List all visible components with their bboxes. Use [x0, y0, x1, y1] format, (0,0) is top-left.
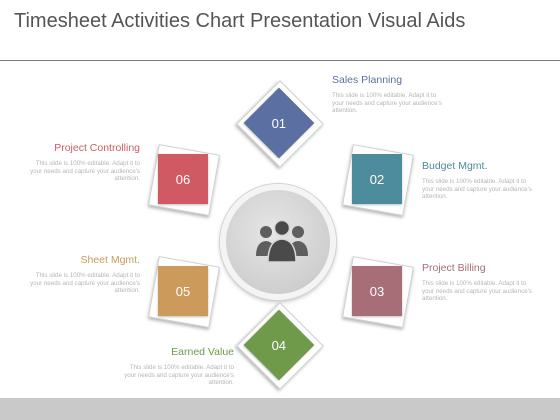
step-number: 05 [175, 283, 191, 299]
step-01-badge: 01 [243, 87, 315, 159]
step-06[interactable]: 06 [144, 140, 222, 218]
step-number: 04 [271, 337, 287, 353]
step-05-desc: This slide is 100% editable. Adapt it to… [30, 272, 140, 295]
step-04[interactable]: 04 [236, 302, 324, 390]
step-number: 01 [271, 115, 287, 131]
step-04-label: Earned Value [171, 346, 234, 358]
step-03-label: Project Billing [422, 262, 486, 274]
title-divider [0, 60, 560, 61]
step-01-desc: This slide is 100% editable. Adapt it to… [332, 92, 442, 115]
step-04-desc: This slide is 100% editable. Adapt it to… [124, 364, 234, 387]
step-06-desc: This slide is 100% editable. Adapt it to… [30, 160, 140, 183]
step-02-desc: This slide is 100% editable. Adapt it to… [422, 178, 532, 201]
step-number: 03 [369, 283, 385, 299]
center-hub [220, 184, 336, 300]
step-05-label: Sheet Mgmt. [80, 254, 140, 266]
step-02[interactable]: 02 [338, 140, 416, 218]
step-02-badge: 02 [352, 154, 402, 204]
step-05-badge: 05 [158, 266, 208, 316]
step-02-label: Budget Mgmt. [422, 160, 488, 172]
footer-bar [0, 398, 560, 420]
people-group-icon [256, 219, 308, 263]
step-03-badge: 03 [352, 266, 402, 316]
step-04-badge: 04 [243, 309, 315, 381]
step-01[interactable]: 01 [236, 80, 324, 168]
step-number: 06 [175, 171, 191, 187]
step-03-desc: This slide is 100% editable. Adapt it to… [422, 280, 532, 303]
slide-title: Timesheet Activities Chart Presentation … [14, 10, 466, 32]
step-01-label: Sales Planning [332, 74, 403, 86]
step-06-label: Project Controlling [54, 142, 140, 154]
step-06-badge: 06 [158, 154, 208, 204]
step-number: 02 [369, 171, 385, 187]
step-03[interactable]: 03 [338, 252, 416, 330]
step-05[interactable]: 05 [144, 252, 222, 330]
